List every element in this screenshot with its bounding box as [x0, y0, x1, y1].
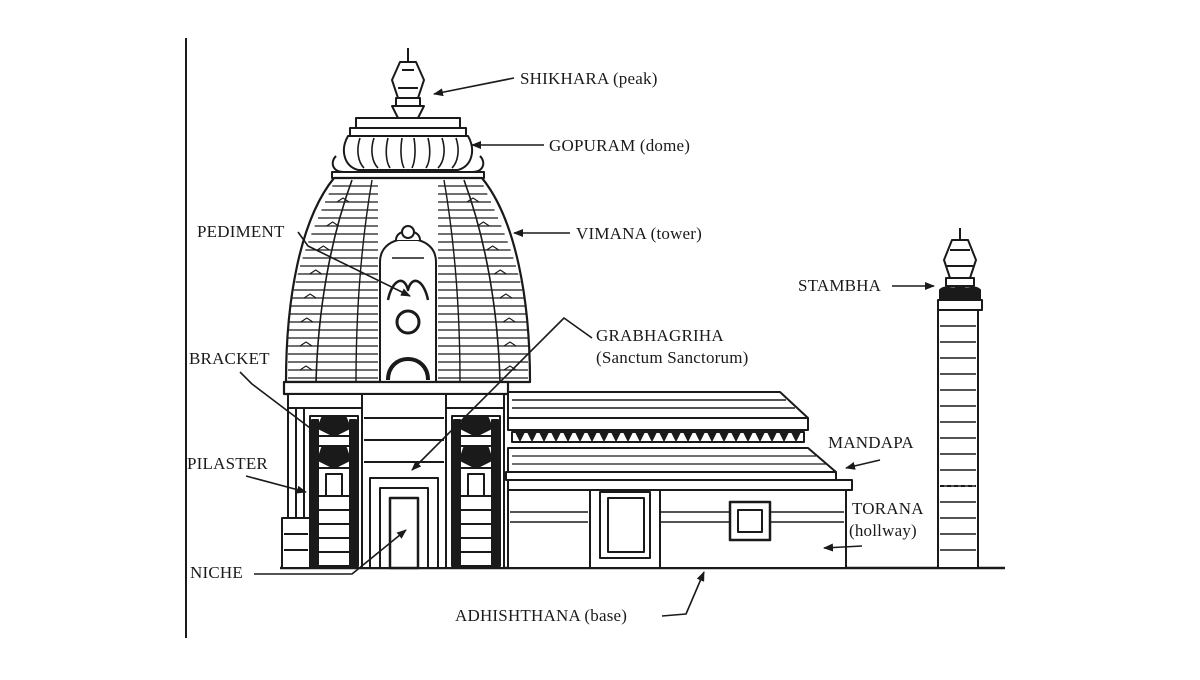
pediment-leader: [297, 231, 411, 297]
stambha-pillar: [937, 228, 983, 569]
label-stambha: STAMBHA: [798, 276, 882, 295]
label-pediment: PEDIMENT: [197, 222, 285, 241]
label-grabhagriha-sub: (Sanctum Sanctorum): [596, 348, 749, 367]
label-torana-sub: (hollway): [849, 521, 917, 540]
shikhara-finial: [391, 48, 425, 119]
bracket-leader: [239, 371, 319, 435]
label-pilaster: PILASTER: [187, 454, 268, 473]
label-bracket: BRACKET: [189, 349, 270, 368]
vimana-tower: [284, 176, 532, 384]
shikhara-leader: [433, 77, 515, 97]
niche-leader: [254, 529, 407, 575]
leader-lines: [239, 77, 935, 617]
label-vimana: VIMANA (tower): [576, 224, 703, 243]
label-torana: TORANA: [852, 499, 924, 518]
left-niche: [309, 415, 359, 567]
sanctum-body: [281, 380, 510, 570]
gopuram-dome: [331, 117, 485, 179]
label-shikhara: SHIKHARA (peak): [520, 69, 658, 88]
pilaster-leader: [245, 475, 307, 494]
adhishthana-leader: [661, 571, 705, 617]
mandapa-hall: [505, 391, 853, 569]
grabhagriha-leader: [411, 317, 593, 471]
torana-leader: [823, 543, 863, 552]
right-niche: [451, 415, 501, 567]
label-niche: NICHE: [190, 563, 243, 582]
label-gopuram: GOPURAM (dome): [549, 136, 691, 155]
mandapa-leader: [845, 459, 881, 470]
label-adhishthana: ADHISHTHANA (base): [455, 606, 628, 625]
label-grabhagriha: GRABHAGRIHA: [596, 326, 724, 345]
label-mandapa: MANDAPA: [828, 433, 914, 452]
